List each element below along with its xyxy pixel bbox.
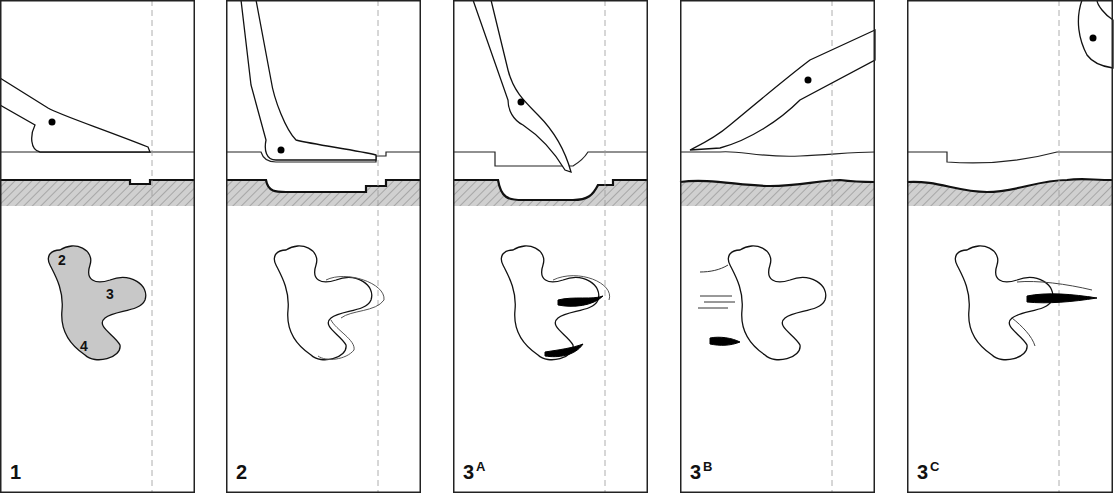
reference-line bbox=[605, 0, 606, 493]
layer-top bbox=[453, 180, 648, 200]
panel-number: 3 bbox=[690, 462, 701, 482]
foot bbox=[0, 78, 150, 152]
ground-surface bbox=[907, 152, 1113, 163]
ground-surface bbox=[680, 152, 875, 157]
footprint-outline bbox=[48, 246, 145, 360]
panel-frame bbox=[454, 1, 648, 493]
panel-number: 1 bbox=[10, 462, 21, 482]
layer-top bbox=[226, 180, 421, 192]
joint-dot bbox=[518, 99, 525, 106]
toe-number: 3 bbox=[106, 287, 114, 301]
joint-dot bbox=[49, 119, 56, 126]
sediment-layer bbox=[0, 180, 195, 206]
toe-number: 2 bbox=[58, 253, 66, 267]
panel-frame bbox=[1, 1, 195, 493]
panel-suffix: B bbox=[703, 460, 712, 473]
panel-number: 3 bbox=[917, 462, 928, 482]
sediment-layer bbox=[226, 180, 421, 206]
joint-dot bbox=[278, 147, 285, 154]
panel-suffix: C bbox=[930, 460, 939, 473]
reference-line bbox=[378, 0, 379, 493]
footprint-detail bbox=[710, 337, 740, 345]
footprint-outline bbox=[728, 246, 825, 360]
foot bbox=[473, 0, 571, 172]
footprint-outline bbox=[274, 246, 371, 360]
footprint-detail bbox=[1017, 281, 1092, 290]
panel-frame bbox=[681, 1, 875, 493]
footprint-detail bbox=[553, 276, 610, 300]
stage-panel bbox=[680, 0, 875, 493]
ground-surface bbox=[453, 152, 648, 166]
footprint-detail bbox=[698, 296, 735, 308]
footprint-detail bbox=[326, 277, 384, 318]
panel-frame bbox=[227, 1, 421, 493]
stage-panel bbox=[226, 0, 421, 493]
stage-panel bbox=[907, 0, 1113, 493]
reference-line bbox=[1059, 0, 1060, 493]
foot bbox=[241, 0, 376, 160]
footprint-detail bbox=[318, 320, 354, 359]
panel-number: 2 bbox=[236, 462, 247, 482]
sediment-layer bbox=[907, 179, 1113, 206]
footprint-detail bbox=[558, 296, 603, 306]
joint-dot bbox=[1090, 35, 1097, 42]
sediment-layer bbox=[680, 180, 875, 206]
footprint-detail bbox=[1027, 294, 1097, 303]
footprint-detail bbox=[545, 344, 583, 357]
foot bbox=[1078, 0, 1113, 68]
layer-top bbox=[907, 179, 1113, 192]
panel-suffix: A bbox=[476, 460, 485, 473]
footprint-detail bbox=[1012, 318, 1035, 346]
panel-frame bbox=[908, 1, 1113, 493]
panel-number: 3 bbox=[463, 462, 474, 482]
layer-top bbox=[680, 180, 875, 186]
toe-number: 4 bbox=[80, 339, 88, 353]
stage-panel bbox=[0, 0, 195, 493]
sediment-layer bbox=[453, 180, 648, 206]
layer-top bbox=[0, 180, 195, 184]
stage-panel bbox=[453, 0, 648, 493]
footprint-detail bbox=[700, 265, 728, 272]
joint-dot bbox=[805, 77, 812, 84]
reference-line bbox=[152, 0, 153, 493]
foot bbox=[690, 30, 875, 150]
